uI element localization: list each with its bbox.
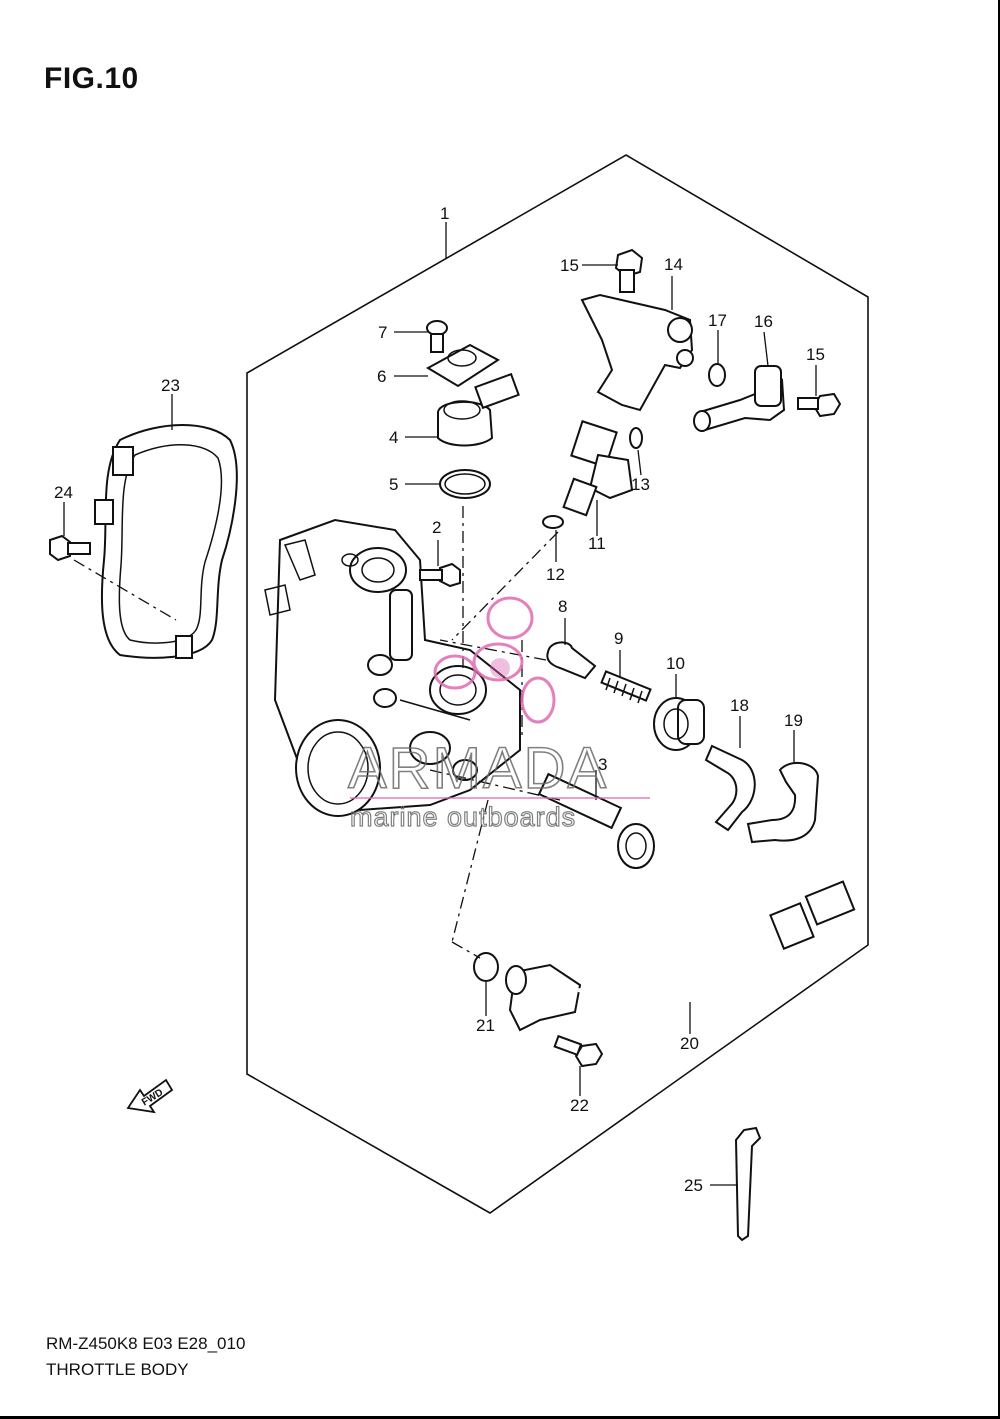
part-13-oring	[629, 427, 643, 449]
assembly-boundary	[246, 154, 869, 1214]
callout-21: 21	[476, 1016, 495, 1035]
part-8-plunger	[546, 641, 597, 680]
assembly-lines	[73, 506, 561, 959]
throttle-body	[264, 518, 521, 817]
callout-numbers: 1 2 3 4 5 6 7 8 9 10 11 12 13 14 15 15 1…	[54, 204, 825, 1195]
callout-5: 5	[389, 475, 398, 494]
callout-4: 4	[389, 428, 398, 447]
part-22-bolt	[553, 1034, 604, 1068]
part-2-screw	[419, 562, 461, 588]
part-25-cable-tie	[734, 1126, 762, 1242]
leader-lines	[63, 222, 817, 1186]
callout-22: 22	[570, 1096, 589, 1115]
part-11-injector	[562, 420, 634, 517]
figure-title: FIG.10	[44, 62, 139, 95]
part-15-bolt-top	[614, 248, 644, 293]
callout-15-top: 15	[560, 256, 579, 275]
part-20-sensor	[505, 880, 856, 1032]
part-17-oring	[708, 363, 726, 387]
part-14-bracket	[580, 293, 694, 412]
callout-20: 20	[680, 1034, 699, 1053]
callout-13: 13	[631, 475, 650, 494]
callout-12: 12	[546, 565, 565, 584]
callout-9: 9	[614, 629, 623, 648]
callout-2: 2	[432, 518, 441, 537]
watermark-tagline: marine outboards	[350, 802, 576, 832]
watermark: ARMADA marine outboards	[347, 596, 650, 833]
fwd-arrow-icon: FWD	[126, 1078, 174, 1114]
part-10-cap	[653, 697, 705, 751]
callout-23: 23	[161, 376, 180, 395]
part-3-screw	[537, 772, 655, 869]
part-15-bolt-right	[797, 392, 842, 418]
part-5-oring-inner	[444, 473, 486, 495]
part-6-plate	[425, 343, 500, 388]
watermark-brand: ARMADA	[348, 736, 608, 801]
part-24-bolt	[49, 534, 91, 562]
callout-24: 24	[54, 483, 73, 502]
callout-25: 25	[684, 1176, 703, 1195]
part-7-screw	[426, 320, 448, 353]
part-23-cover	[94, 424, 238, 659]
callout-14: 14	[664, 255, 683, 274]
figure-name: THROTTLE BODY	[46, 1360, 189, 1379]
callout-3: 3	[598, 755, 607, 774]
part-16-fitting	[693, 365, 786, 432]
callout-17: 17	[708, 311, 727, 330]
part-19-elbow	[746, 761, 820, 844]
callout-11: 11	[588, 534, 606, 553]
callout-10: 10	[666, 654, 685, 673]
part-12-oring	[542, 515, 564, 529]
callout-19: 19	[784, 711, 803, 730]
watermark-logo-icon	[433, 596, 556, 724]
callout-15-right: 15	[806, 345, 825, 364]
callout-6: 6	[377, 367, 386, 386]
callout-18: 18	[730, 696, 749, 715]
part-18-hose	[704, 744, 756, 832]
figure-code: RM-Z450K8 E03 E28_010	[46, 1334, 246, 1353]
part-9-spring	[600, 670, 652, 704]
part-21-oring	[473, 952, 499, 982]
part-4-sensor	[437, 372, 520, 447]
callout-1: 1	[440, 204, 449, 223]
callout-7: 7	[378, 323, 387, 342]
callout-8: 8	[558, 597, 567, 616]
callout-16: 16	[754, 312, 773, 331]
